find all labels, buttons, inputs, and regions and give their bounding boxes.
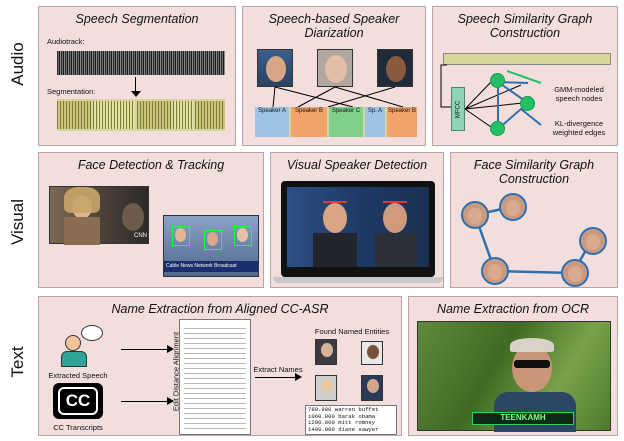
segmentation-arrow xyxy=(135,77,136,93)
speaker-icon xyxy=(61,325,103,371)
speech-node-3 xyxy=(490,121,505,136)
cc-logo: CC xyxy=(53,383,103,419)
audiotrack-waveform xyxy=(57,51,225,75)
segmentation-track xyxy=(57,99,225,131)
face-graph-title: Face Similarity Graph Construction xyxy=(473,158,595,186)
segment-2 xyxy=(93,101,135,129)
extract-names-label: Extract Names xyxy=(253,365,303,374)
face-node-4 xyxy=(481,257,509,285)
speaker-diarization-panel: Speech-based Speaker Diarization Speaker… xyxy=(242,6,426,146)
visual-speaker-panel: Visual Speaker Detection xyxy=(270,152,444,288)
entity-photo-2 xyxy=(361,341,383,365)
news-ticker: Cable News Network Broadcast xyxy=(164,261,258,272)
ocr-name-banner: TEENKAMH xyxy=(472,412,574,425)
laptop-screen xyxy=(281,181,435,277)
diar-segment-3: Speaker C xyxy=(329,107,363,137)
ccasr-title: Name Extraction from Aligned CC-ASR xyxy=(111,302,329,316)
speaker-diarization-title: Speech-based Speaker Diarization xyxy=(268,12,400,40)
speech-segmentation-panel: Speech Segmentation Audiotrack: Segmenta… xyxy=(38,6,236,146)
ocr-panel: Name Extraction from OCR TEENKAMH xyxy=(408,296,618,436)
audiotrack-label: Audiotrack: xyxy=(47,37,85,46)
entity-photo-1 xyxy=(315,339,337,365)
entity-row: 1200.800 mitt romney xyxy=(308,419,376,427)
face-detection-title: Face Detection & Tracking xyxy=(77,158,225,172)
visual-speaker-title: Visual Speaker Detection xyxy=(286,158,428,172)
segment-3 xyxy=(137,101,171,129)
row-label-text: Text xyxy=(8,346,27,378)
speaker-b-face xyxy=(317,49,353,87)
face-node-3 xyxy=(579,227,607,255)
diar-segment-4: Sp. A xyxy=(365,107,385,137)
row-label-audio: Audio xyxy=(8,42,27,86)
segment-1 xyxy=(57,101,91,129)
diarization-track: Speaker A Speaker B Speaker C Sp. A Spea… xyxy=(255,107,417,137)
diar-segment-1: Speaker A xyxy=(255,107,289,137)
found-entities-label: Found Named Entities xyxy=(314,327,390,336)
arrow-speech xyxy=(121,349,171,350)
gmm-nodes-label: GMM-modeled speech nodes xyxy=(554,85,604,103)
diarization-arrows xyxy=(272,86,404,108)
ocr-title: Name Extraction from OCR xyxy=(436,302,590,316)
segment-4 xyxy=(173,101,193,129)
face-node-1 xyxy=(461,201,489,229)
speaker-c-face xyxy=(377,49,413,87)
alignment-table xyxy=(179,319,251,435)
arrow-extract xyxy=(255,377,299,378)
face-graph-panel: Face Similarity Graph Construction xyxy=(450,152,618,288)
extracted-speech-label: Extracted Speech xyxy=(48,371,108,380)
entity-photo-4 xyxy=(361,375,383,401)
speech-node-1 xyxy=(490,73,505,88)
speaker-a-face xyxy=(257,49,293,87)
segment-5 xyxy=(195,101,225,129)
face-node-2 xyxy=(499,193,527,221)
laptop-base xyxy=(273,277,443,283)
diar-segment-5: Speaker B xyxy=(387,107,417,137)
entity-photo-3 xyxy=(315,375,337,401)
segmentation-arrow-head xyxy=(131,91,141,97)
entity-row: 780.980 warren buffet xyxy=(308,406,379,413)
tracking-frame: Cable News Network Broadcast xyxy=(163,215,259,277)
kl-edges-label: KL-divergence weighted edges xyxy=(552,119,606,137)
speech-graph-title: Speech Similarity Graph Construction xyxy=(457,12,593,40)
entity-list: 780.980 warren buffet 1060.800 barak oba… xyxy=(305,405,397,435)
graph-audio-strip xyxy=(443,53,611,65)
speech-graph-panel: Speech Similarity Graph Construction MFC… xyxy=(432,6,618,146)
cc-transcripts-label: CC Transcripts xyxy=(53,423,103,432)
diar-segment-2: Speaker B xyxy=(291,107,327,137)
face-detection-panel: Face Detection & Tracking CNN Cable News… xyxy=(38,152,264,288)
speech-node-2 xyxy=(520,96,535,111)
row-label-visual: Visual xyxy=(8,199,27,245)
speech-segmentation-title: Speech Segmentation xyxy=(75,12,199,26)
mfcc-box: MFCC xyxy=(451,87,465,131)
face-node-5 xyxy=(561,259,589,287)
ccasr-panel: Name Extraction from Aligned CC-ASR Extr… xyxy=(38,296,402,436)
entity-row: 1060.800 barak obama xyxy=(308,412,376,420)
interview-frame: CNN xyxy=(49,186,149,245)
entity-row: 1400.800 diane sawyer xyxy=(308,425,379,433)
segmentation-label: Segmentation: xyxy=(47,87,96,96)
ocr-frame: TEENKAMH xyxy=(417,321,611,432)
arrow-cc xyxy=(121,401,171,402)
